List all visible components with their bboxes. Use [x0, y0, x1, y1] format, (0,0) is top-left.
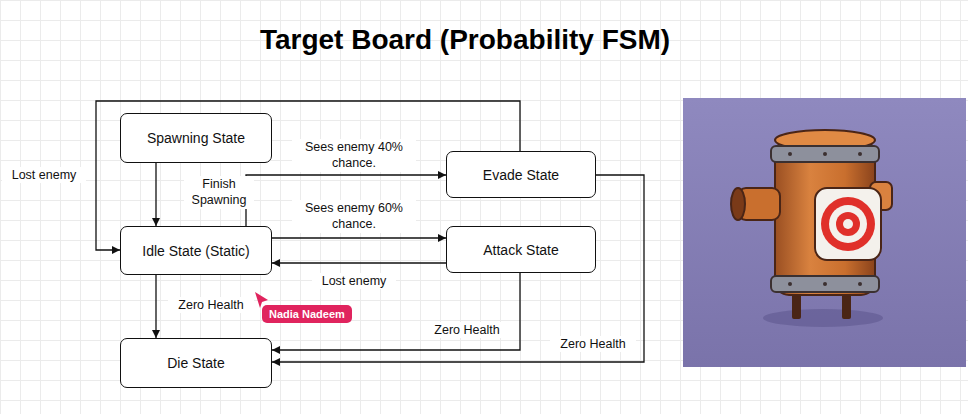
state-box: Evade State	[446, 151, 596, 198]
transition-label: Sees enemy 40% chance.	[292, 139, 416, 172]
transition-arrow	[155, 275, 156, 338]
transition-label: Finish Spawning	[184, 176, 254, 209]
transition-label: Zero Health	[168, 297, 254, 313]
state-box: Attack State	[446, 226, 596, 273]
transition-arrow	[272, 175, 644, 362]
transition-arrow	[272, 262, 446, 263]
transition-label: Sees enemy 60% chance.	[292, 200, 416, 233]
transition-arrow	[272, 237, 446, 238]
state-box: Idle State (Static)	[120, 226, 272, 275]
transition-arrow	[155, 163, 156, 226]
transition-label: Lost enemy	[2, 167, 86, 183]
diagram-title: Target Board (Probability FSM)	[165, 24, 765, 56]
state-name: Attack State	[483, 242, 558, 258]
state-box: Die State	[120, 338, 272, 388]
state-box: Spawning State	[120, 113, 272, 163]
user-badge: Nadia Nadeem	[262, 305, 352, 323]
transition-label: Zero Health	[424, 322, 510, 338]
transition-label: Zero Health	[550, 336, 636, 352]
state-name: Evade State	[483, 167, 559, 183]
transition-label: Lost enemy	[312, 273, 396, 289]
state-name: Idle State (Static)	[142, 243, 249, 259]
state-name: Spawning State	[147, 130, 245, 146]
state-name: Die State	[167, 355, 225, 371]
